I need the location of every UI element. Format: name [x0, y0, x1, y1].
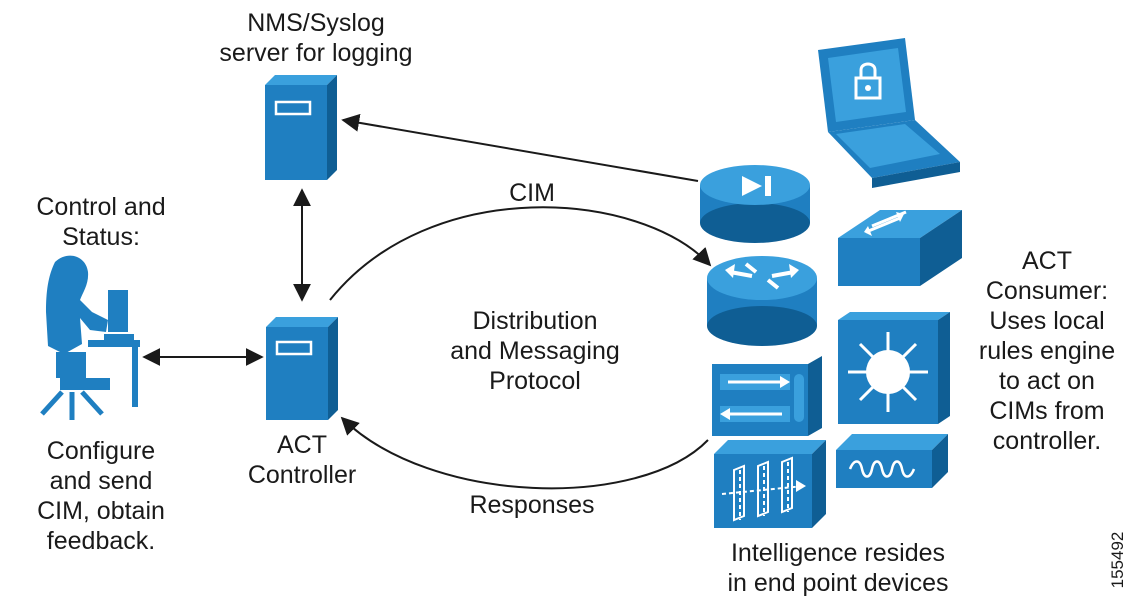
distribution-line-2: and Messaging — [450, 337, 620, 365]
nms-server-icon — [265, 75, 337, 180]
arrow-responses — [340, 416, 709, 490]
workgroup-switch-icon — [838, 210, 962, 286]
figure-id-text: 155492 — [1108, 531, 1127, 589]
nms-server-label: NMS/Syslog server for logging — [196, 8, 436, 68]
responses-label: Responses — [452, 490, 612, 520]
firewall-icon — [700, 165, 810, 243]
intelligence-line-1: Intelligence resides — [730, 539, 945, 567]
configure-label: Configure and send CIM, obtain feedback. — [16, 436, 186, 556]
act-consumer-line-6: CIMs from — [989, 397, 1105, 425]
arrow-cim — [329, 206, 712, 301]
act-consumer-line-1: ACT — [1022, 247, 1072, 275]
distribution-line-3: Protocol — [489, 367, 581, 395]
nms-label-line-1: NMS/Syslog — [247, 9, 385, 37]
layer3-switch-icon — [838, 312, 950, 424]
laptop-lock-icon — [818, 38, 960, 188]
act-consumer-line-7: controller. — [992, 427, 1102, 455]
act-consumer-line-2: Consumer: — [985, 277, 1109, 305]
server-blade-icon — [714, 440, 826, 528]
cim-text: CIM — [509, 179, 555, 207]
act-controller-line-1: ACT — [277, 431, 327, 459]
act-consumer-line-4: rules engine — [978, 337, 1116, 365]
control-status-line-2: Status: — [62, 223, 140, 251]
control-status-line-1: Control and — [36, 193, 166, 221]
connection-arrows — [142, 113, 712, 490]
act-controller-label: ACT Controller — [232, 430, 372, 490]
intelligence-label: Intelligence resides in end point device… — [688, 538, 988, 598]
operator-workstation-icon — [40, 255, 140, 420]
arrow-firewall-to-nms — [341, 113, 699, 182]
distribution-line-1: Distribution — [472, 307, 598, 335]
content-switch-icon — [712, 356, 822, 436]
configure-line-1: Configure — [46, 437, 156, 465]
act-consumer-line-5: to act on — [999, 367, 1095, 395]
figure-id-label: 155492 — [1098, 520, 1128, 600]
controller-server-icon — [266, 317, 338, 420]
configure-line-4: feedback. — [46, 527, 156, 555]
intelligence-line-2: in end point devices — [727, 569, 949, 597]
configure-line-3: CIM, obtain — [37, 497, 165, 525]
distribution-protocol-label: Distribution and Messaging Protocol — [430, 306, 640, 396]
cim-label: CIM — [492, 178, 572, 208]
ids-sensor-icon — [836, 434, 948, 488]
act-consumer-line-3: Uses local — [989, 307, 1105, 335]
responses-text: Responses — [469, 491, 595, 519]
configure-line-2: and send — [49, 467, 153, 495]
act-consumer-label: ACT Consumer: Uses local rules engine to… — [962, 246, 1132, 456]
control-status-label: Control and Status: — [6, 192, 196, 252]
act-controller-line-2: Controller — [247, 461, 357, 489]
nms-label-line-2: server for logging — [219, 39, 413, 67]
router-icon — [707, 256, 817, 346]
